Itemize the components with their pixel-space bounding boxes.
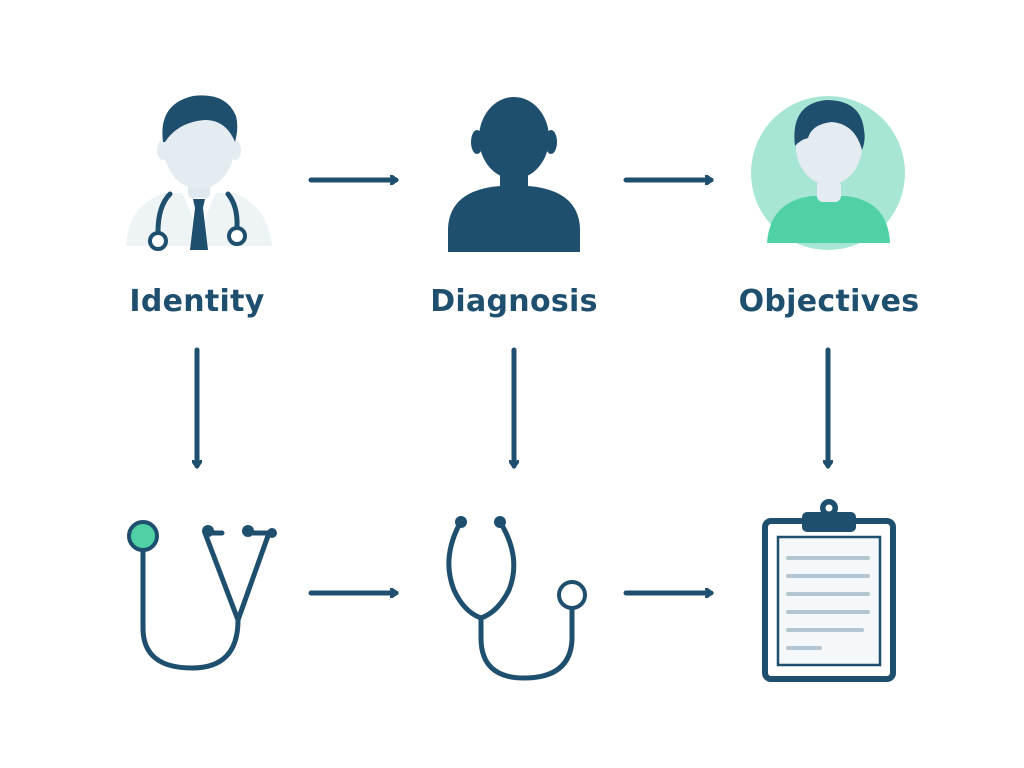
node-label-objectives: Objectives xyxy=(738,284,920,319)
person-silhouette-icon xyxy=(448,97,580,252)
stethoscope-icon xyxy=(127,520,277,671)
patient-avatar-icon xyxy=(751,96,905,250)
clipboard-icon xyxy=(762,499,896,682)
node-label-identity: Identity xyxy=(129,284,265,319)
node-label-diagnosis: Diagnosis xyxy=(430,284,598,319)
stethoscope-icon xyxy=(446,516,587,681)
doctor-icon xyxy=(126,95,272,251)
